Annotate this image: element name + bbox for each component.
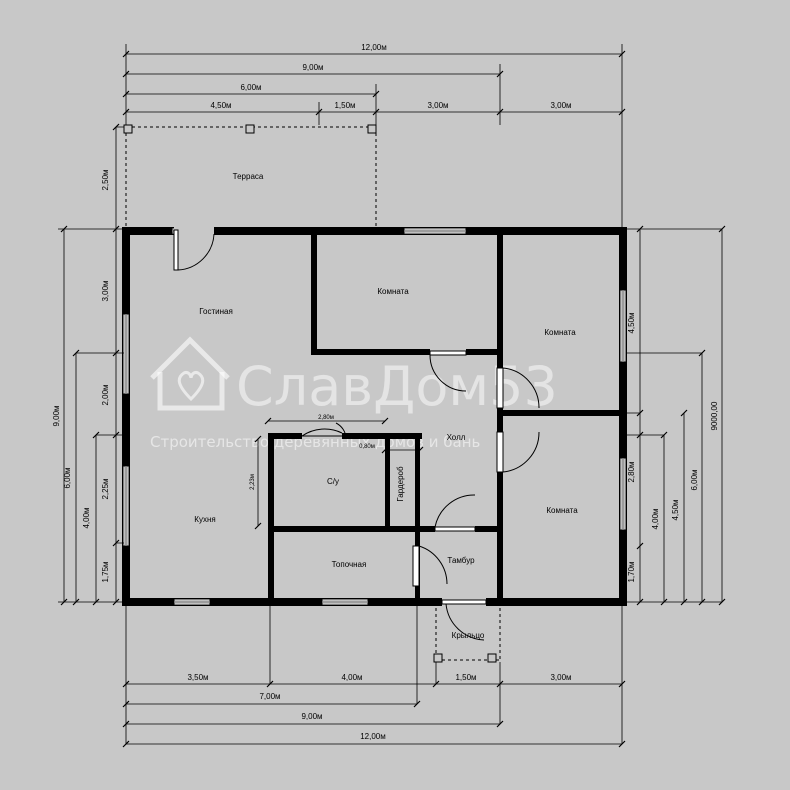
dimensions-left: 2,50м 3,00м 2,00м 2,25м 1,75м 4,00м 6,00… [52, 123, 124, 606]
walls [122, 227, 627, 606]
dim-bottom-9: 9,00м [301, 712, 322, 721]
doors [173, 227, 540, 641]
dim-left-200: 2,00м [101, 384, 110, 405]
room-label-boiler: Топочная [332, 560, 367, 569]
room-label-porch: Крыльцо [452, 631, 485, 640]
room-label-living: Гостиная [199, 307, 233, 316]
dim-top-150: 1,50м [334, 101, 355, 110]
dim-right-450: 4,50м [627, 312, 636, 333]
dim-top-6: 6,00м [240, 83, 261, 92]
room-label-bathroom: С/у [327, 477, 339, 486]
dim-bottom-150: 1,50м [455, 673, 476, 682]
dim-left-400: 4,00м [82, 507, 91, 528]
watermark: СлавДом53 Строительство деревянных домов… [150, 336, 558, 451]
dim-left-250: 2,50м [101, 169, 110, 190]
house-logo-icon [150, 336, 230, 411]
dim-right-170: 1,70м [627, 561, 636, 582]
watermark-brand: СлавДом53 [236, 355, 558, 418]
terrace-outline [123, 124, 377, 230]
dim-left-600: 6,00м [63, 467, 72, 488]
dim-bath-width: 2,80м [318, 415, 334, 421]
porch-outline [433, 602, 501, 663]
dim-bath-height: 2,23м [250, 474, 256, 490]
dim-bottom-total: 12,00м [360, 732, 386, 741]
dim-bottom-300: 3,00м [550, 673, 571, 682]
dim-top-9: 9,00м [302, 63, 323, 72]
room-label-room-right-bottom: Комната [546, 506, 578, 515]
dim-left-225: 2,25м [101, 478, 110, 499]
dim-bottom-350: 3,50м [187, 673, 208, 682]
room-labels: Терраса Гостиная Комната Комната Холл С/… [194, 172, 578, 640]
dim-left-300: 3,00м [101, 280, 110, 301]
inner-dimensions: 2,80м 2,23м 0,80м [250, 415, 424, 530]
dim-right-9000: 9000,00 [710, 401, 719, 430]
dim-bottom-400: 4,00м [341, 673, 362, 682]
dim-right-400: 4,00м [651, 508, 660, 529]
dimensions-right: 4,50м 2,80м 1,70м 4,00м 4,50м 6,00м 9000… [626, 225, 726, 606]
dim-right-600: 6,00м [690, 469, 699, 490]
dim-right-450b: 4,50м [671, 499, 680, 520]
dim-left-175: 1,75м [101, 561, 110, 582]
dimensions-top: 12,00м 9,00м 6,00м 4,50м 1,50м 3,00м 3,0… [122, 43, 626, 228]
room-label-room-right-top: Комната [544, 328, 576, 337]
dim-top-300b: 3,00м [550, 101, 571, 110]
dim-bottom-7: 7,00м [259, 692, 280, 701]
windows [122, 227, 627, 606]
dimensions-bottom: 3,50м 4,00м 1,50м 3,00м 7,00м 9,00м 12,0… [122, 606, 626, 748]
dim-right-280: 2,80м [627, 461, 636, 482]
dim-top-450: 4,50м [210, 101, 231, 110]
dim-top-300a: 3,00м [427, 101, 448, 110]
dim-left-900: 9,00м [52, 405, 61, 426]
room-label-hall: Холл [447, 433, 466, 442]
room-label-vestibule: Тамбур [447, 556, 475, 565]
room-label-terrace: Терраса [233, 172, 264, 181]
dim-top-total: 12,00м [361, 43, 387, 52]
room-label-room-top: Комната [377, 287, 409, 296]
room-label-kitchen: Кухня [194, 515, 215, 524]
room-label-wardrobe: Гардероб [396, 466, 405, 502]
dim-hall-gap: 0,80м [359, 444, 375, 450]
